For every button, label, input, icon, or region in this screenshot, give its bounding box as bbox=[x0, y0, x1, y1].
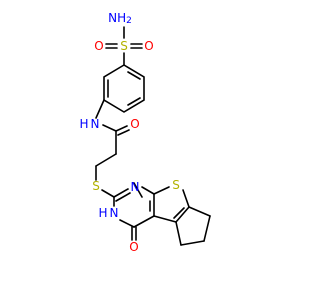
atom-labels: NH2 S O O N H O S N S N H O bbox=[79, 11, 179, 254]
bond-thio-c-c-inner bbox=[173, 207, 185, 219]
bond-thio-c4a bbox=[153, 215, 177, 223]
ketone-o-label: O bbox=[129, 240, 138, 254]
bond-cp-4 bbox=[175, 221, 182, 246]
amide-o-label: O bbox=[130, 117, 139, 131]
bond-cp-1 bbox=[188, 206, 211, 217]
amide-nh-label: N bbox=[91, 117, 100, 131]
bond-c2-n1-b bbox=[115, 192, 131, 202]
bond-c8a-s bbox=[153, 186, 170, 195]
bond-c4-c4a bbox=[133, 215, 155, 228]
thioether-s-label: S bbox=[92, 179, 100, 193]
pyrimidine-bonds bbox=[133, 182, 143, 198]
nh2-label: NH2 bbox=[108, 11, 132, 26]
bond-ch2-ch2 bbox=[95, 153, 117, 167]
sulfonyl-o-right-label: O bbox=[144, 39, 153, 53]
chemical-structure: NH2 S O O N H O S N S N H O bbox=[79, 11, 211, 254]
sulfonyl-o-left-label: O bbox=[94, 39, 103, 53]
bond-c8a-n bbox=[141, 186, 155, 195]
amide-nh-h-label: H bbox=[79, 117, 88, 131]
bond-c2-n1-a bbox=[113, 188, 129, 198]
bond-lines bbox=[95, 26, 211, 246]
bond-ring-n bbox=[95, 99, 105, 119]
bond-carbonyl-o-a bbox=[115, 125, 128, 132]
pyrimidine-n-label: N bbox=[131, 180, 140, 194]
bond-s-c bbox=[182, 189, 190, 208]
bond-carbonyl-o-b bbox=[117, 129, 130, 136]
bond-thio-c-c bbox=[175, 206, 190, 223]
ring-nh-h-label: H bbox=[98, 206, 107, 220]
thiophene-s-label: S bbox=[172, 178, 180, 192]
bond-nh-c4 bbox=[119, 219, 135, 228]
bond-n-carbonyl bbox=[102, 124, 117, 132]
bond-s-c2 bbox=[101, 189, 115, 198]
bond-cp-3 bbox=[180, 240, 205, 246]
benzene-inner-2 bbox=[127, 97, 141, 106]
benzene-ring bbox=[103, 64, 145, 113]
ring-nh-label: N bbox=[110, 206, 119, 220]
benzene-inner-1 bbox=[127, 71, 141, 80]
sulfonyl-s-label: S bbox=[120, 39, 128, 53]
bond-cp-2 bbox=[203, 215, 211, 242]
